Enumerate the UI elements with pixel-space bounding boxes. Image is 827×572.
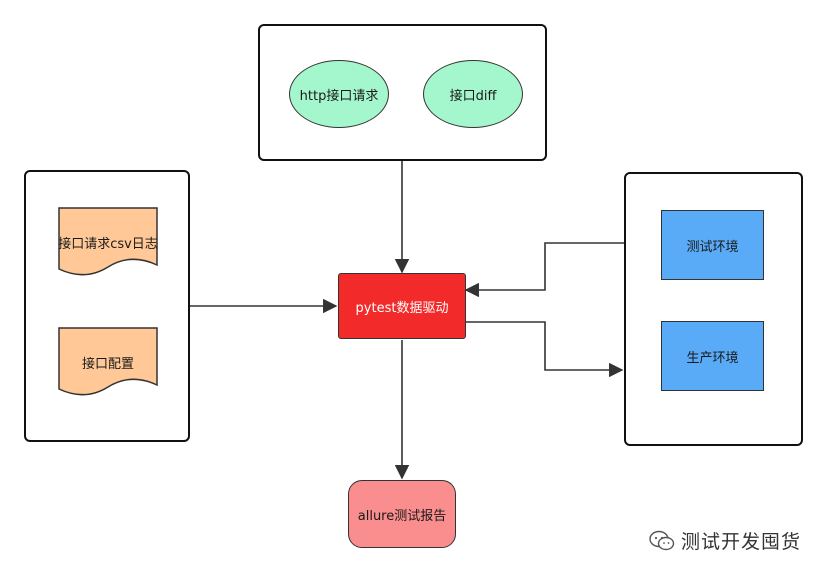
watermark: 测试开发囤货	[649, 527, 801, 554]
allure-report-label: allure测试报告	[357, 508, 447, 524]
pytest-driver-label: pytest数据驱动	[355, 300, 449, 316]
document-shape	[58, 207, 158, 276]
pytest-driver-node[interactable]: pytest数据驱动	[338, 273, 466, 339]
edge-env-to-driver	[464, 242, 624, 298]
http-request-node[interactable]: http接口请求	[289, 60, 389, 128]
prod-env-node[interactable]: 生产环境	[661, 321, 764, 391]
api-diff-node[interactable]: 接口diff	[423, 60, 523, 128]
data-source-container	[24, 170, 190, 442]
watermark-text: 测试开发囤货	[680, 531, 801, 553]
api-diff-label: 接口diff	[449, 88, 497, 104]
api-config-document[interactable]: 接口配置	[58, 327, 158, 397]
http-request-label: http接口请求	[299, 88, 379, 104]
edge-driver-to-env	[466, 321, 624, 378]
api-config-label: 接口配置	[81, 357, 134, 372]
csv-log-document[interactable]: 接口请求csv日志	[58, 207, 158, 277]
prod-env-label: 生产环境	[686, 350, 739, 366]
document-shape	[58, 327, 158, 396]
allure-report-node[interactable]: allure测试报告	[348, 480, 456, 548]
test-env-label: 测试环境	[686, 239, 739, 255]
wechat-icon	[649, 530, 675, 550]
csv-log-label: 接口请求csv日志	[58, 237, 158, 252]
test-env-node[interactable]: 测试环境	[661, 210, 764, 280]
